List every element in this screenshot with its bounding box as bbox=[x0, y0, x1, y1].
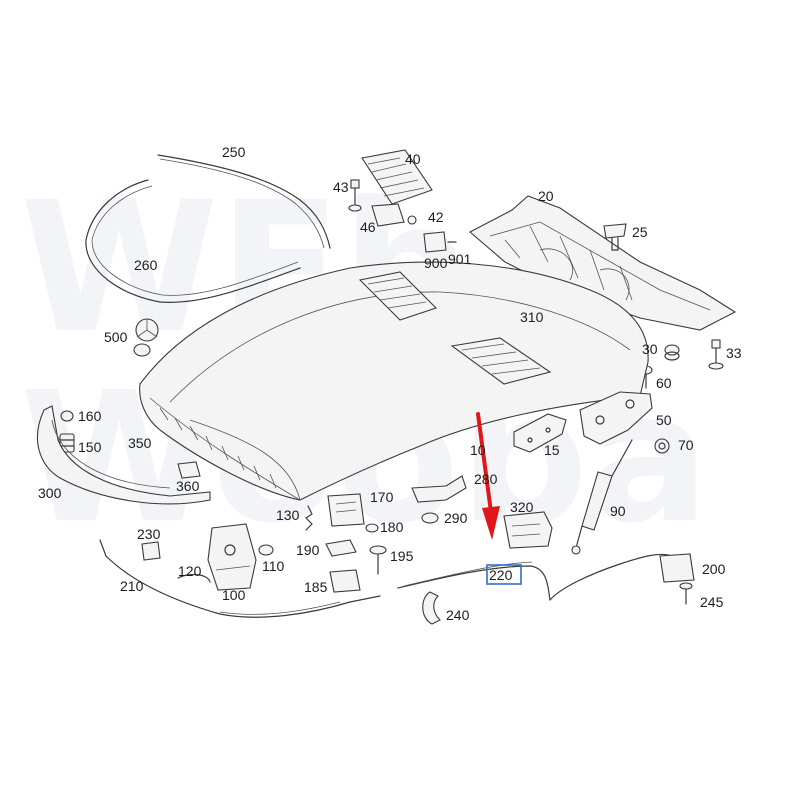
part-70-nut bbox=[654, 438, 670, 454]
label-40: 40 bbox=[405, 151, 421, 167]
hood-panel bbox=[139, 261, 649, 501]
part-240-clip bbox=[422, 591, 441, 625]
label-30: 30 bbox=[642, 341, 658, 357]
label-320: 320 bbox=[510, 499, 534, 515]
part-150-bumper bbox=[59, 433, 75, 453]
label-280: 280 bbox=[474, 471, 498, 487]
label-70: 70 bbox=[678, 437, 694, 453]
part-labels: 250 260 40 43 42 46 900 901 20 25 500 31… bbox=[38, 144, 742, 623]
label-500: 500 bbox=[104, 329, 128, 345]
part-46-bracket bbox=[371, 203, 417, 227]
part-180-grommet bbox=[365, 523, 379, 533]
label-10: 10 bbox=[470, 442, 486, 458]
label-60: 60 bbox=[656, 375, 672, 391]
part-500-star-emblem bbox=[133, 318, 159, 357]
label-160: 160 bbox=[78, 408, 102, 424]
label-260: 260 bbox=[134, 257, 158, 273]
part-90-gas-strut bbox=[571, 439, 633, 555]
label-901: 901 bbox=[448, 251, 472, 267]
label-110: 110 bbox=[262, 558, 285, 574]
label-20: 20 bbox=[538, 188, 554, 204]
label-120: 120 bbox=[178, 563, 202, 579]
part-220-release-cable bbox=[397, 553, 673, 601]
label-46: 46 bbox=[360, 219, 376, 235]
label-230: 230 bbox=[137, 526, 161, 542]
label-290: 290 bbox=[444, 510, 468, 526]
label-90: 90 bbox=[610, 503, 626, 519]
part-260-seal bbox=[85, 179, 301, 303]
label-100: 100 bbox=[222, 587, 246, 603]
part-280-bracket bbox=[411, 475, 467, 503]
part-200-cable-holder bbox=[659, 553, 695, 583]
part-160-cap bbox=[60, 410, 74, 422]
part-300-front-trim bbox=[36, 405, 211, 505]
label-50: 50 bbox=[656, 412, 672, 428]
label-310: 310 bbox=[520, 309, 544, 325]
label-220: 220 bbox=[489, 567, 513, 583]
part-250-trim-strip-inner bbox=[159, 158, 325, 249]
label-195: 195 bbox=[390, 548, 414, 564]
label-240: 240 bbox=[446, 607, 470, 623]
label-360: 360 bbox=[176, 478, 200, 494]
part-230-clip bbox=[141, 541, 161, 561]
label-33: 33 bbox=[726, 345, 742, 361]
label-300: 300 bbox=[38, 485, 62, 501]
part-170-latch bbox=[327, 493, 365, 527]
part-100-grommet bbox=[258, 544, 274, 556]
part-360-clip bbox=[177, 461, 201, 479]
part-320-block bbox=[503, 511, 553, 549]
label-350: 350 bbox=[128, 435, 152, 451]
label-130: 130 bbox=[276, 507, 300, 523]
label-900: 900 bbox=[424, 255, 448, 271]
part-210-release-cable bbox=[99, 539, 381, 618]
part-290-grommet bbox=[421, 512, 439, 524]
part-43-screw bbox=[348, 179, 362, 212]
label-150: 150 bbox=[78, 439, 102, 455]
label-25: 25 bbox=[632, 224, 648, 240]
red-arrow-icon bbox=[476, 412, 500, 540]
label-43: 43 bbox=[333, 179, 349, 195]
part-210-cable-inner bbox=[219, 601, 341, 615]
part-40-grille bbox=[361, 149, 433, 205]
part-110-lock bbox=[207, 523, 257, 591]
part-120-clip bbox=[177, 573, 211, 583]
label-42: 42 bbox=[428, 209, 444, 225]
part-900-sensor bbox=[423, 231, 457, 253]
label-170: 170 bbox=[370, 489, 394, 505]
part-220-cable-inner bbox=[403, 561, 533, 587]
part-195-screw bbox=[369, 545, 387, 575]
label-15: 15 bbox=[544, 442, 560, 458]
label-245: 245 bbox=[700, 594, 724, 610]
label-185: 185 bbox=[304, 579, 328, 595]
highlight-box-220 bbox=[486, 564, 522, 585]
part-130-spring bbox=[305, 505, 313, 531]
part-33-screw bbox=[708, 339, 724, 370]
part-245-screw bbox=[679, 582, 693, 605]
part-25-clip bbox=[603, 223, 627, 251]
part-260-seal-inner bbox=[91, 185, 299, 296]
label-200: 200 bbox=[702, 561, 726, 577]
label-180: 180 bbox=[380, 519, 404, 535]
part-50-hinge bbox=[579, 391, 653, 445]
part-185-bracket bbox=[329, 569, 361, 593]
label-250: 250 bbox=[222, 144, 246, 160]
part-30-grommet bbox=[664, 344, 680, 361]
part-15-latch-bracket bbox=[513, 413, 567, 453]
part-190-bracket bbox=[325, 539, 357, 557]
part-250-trim-strip bbox=[157, 154, 331, 249]
label-210: 210 bbox=[120, 578, 144, 594]
label-190: 190 bbox=[296, 542, 320, 558]
